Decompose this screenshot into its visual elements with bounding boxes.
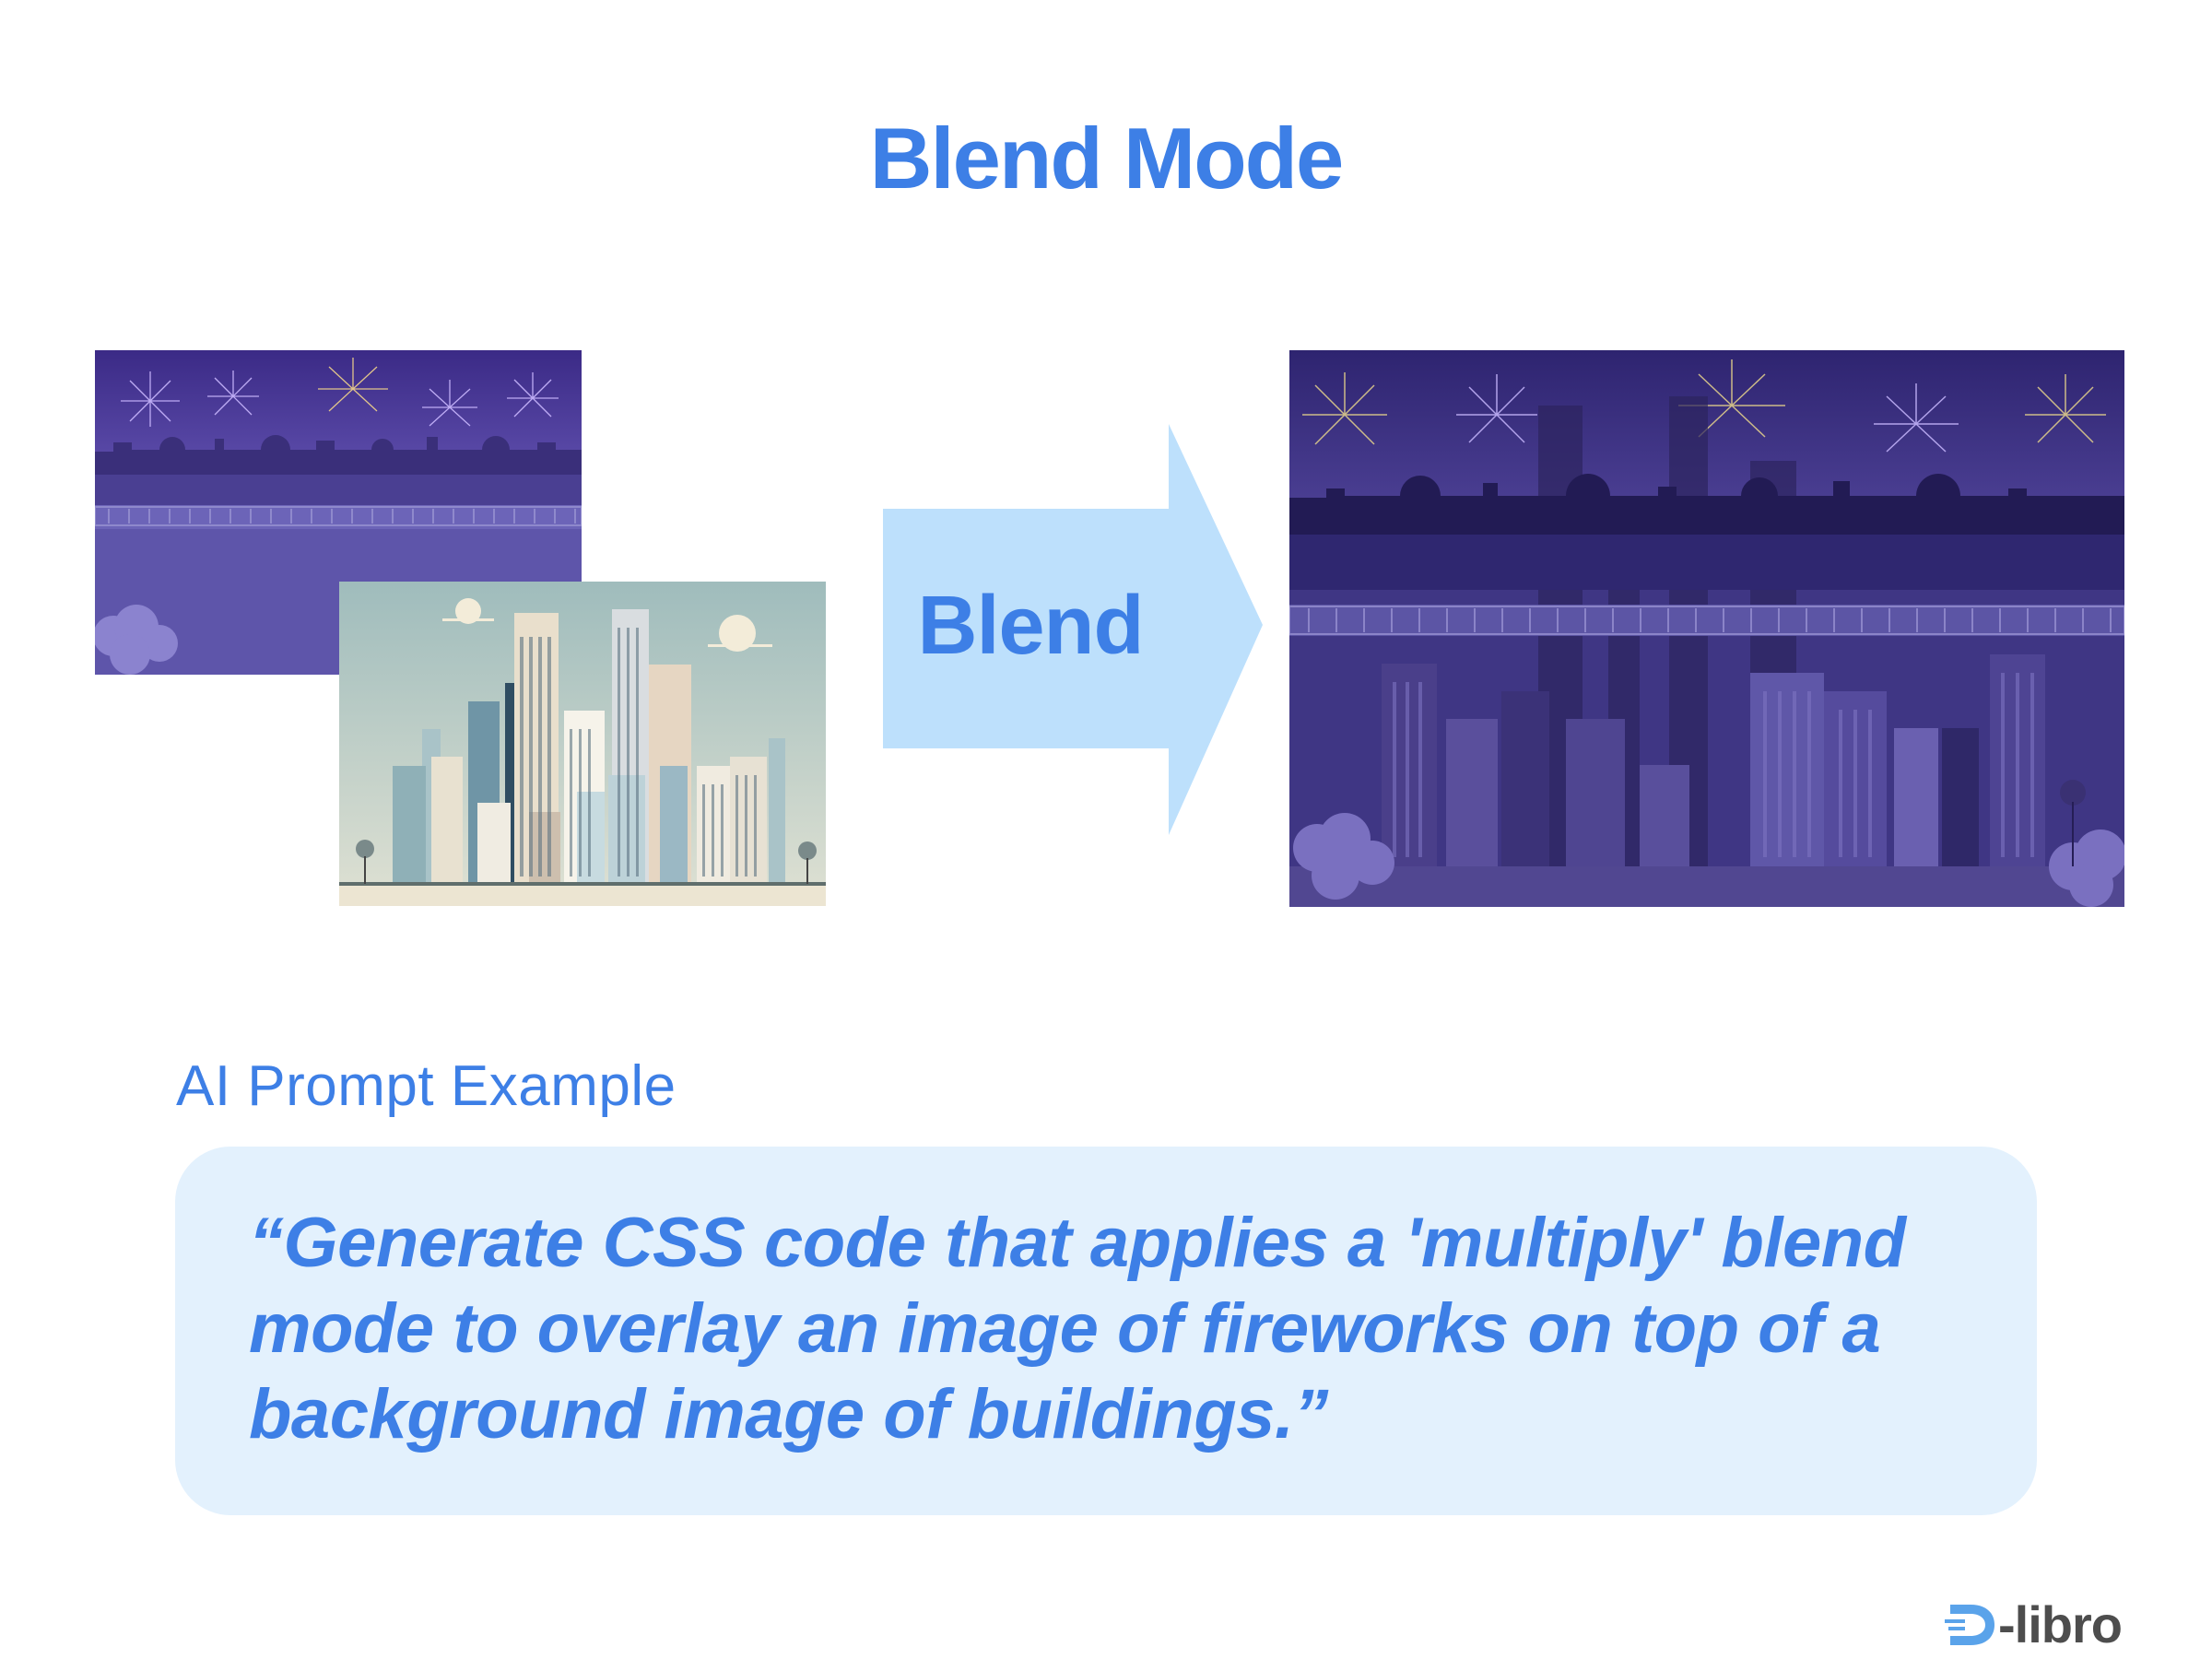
d-libro-logo: -libro	[1945, 1594, 2123, 1653]
page-title: Blend Mode	[869, 110, 1345, 206]
fireworks-image	[95, 350, 582, 675]
arrow-label: Blend	[917, 580, 1144, 672]
d-libro-logo-icon	[1945, 1601, 1998, 1649]
logo-text: -libro	[1998, 1595, 2123, 1653]
prompt-box	[175, 1147, 2037, 1515]
result-image	[1289, 350, 2124, 907]
buildings-image	[339, 582, 826, 906]
prompt-heading: AI Prompt Example	[176, 1054, 677, 1118]
blend-arrow	[883, 424, 1263, 835]
prompt-text: “Generate CSS code that applies a 'multi…	[249, 1204, 1906, 1453]
